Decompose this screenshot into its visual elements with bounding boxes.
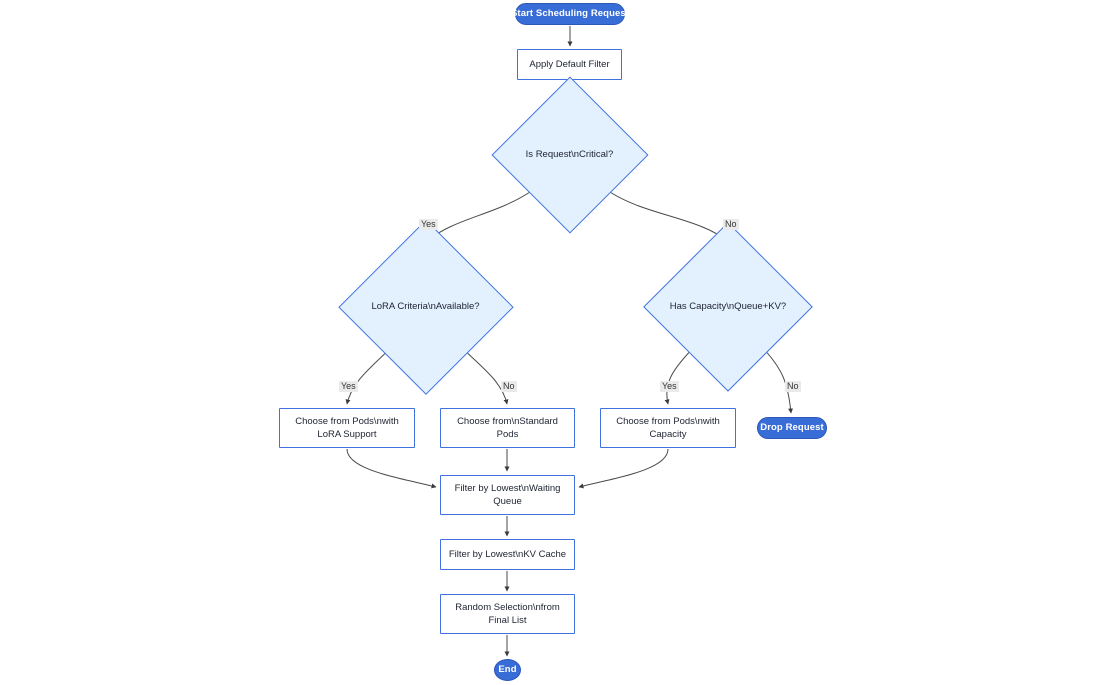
node-drop-request[interactable]: Drop Request: [757, 417, 827, 439]
node-filter-waiting-queue[interactable]: Filter by Lowest\nWaiting Queue: [440, 475, 575, 515]
node-random-selection-label-line1: Random Selection\nfrom: [455, 602, 560, 613]
edge-label-text: Yes: [341, 381, 356, 391]
node-start[interactable]: Start Scheduling Request: [511, 3, 629, 25]
edge-label-lora-no: No: [501, 381, 517, 392]
edge-pods-capacity-to-filter-queue: [578, 448, 669, 489]
node-end-label: End: [498, 663, 517, 675]
node-has-capacity[interactable]: Has Capacity\nQueue+KV?: [643, 222, 813, 392]
node-random-selection[interactable]: Random Selection\nfrom Final List: [440, 594, 575, 634]
edge-label-is-critical-no: No: [723, 219, 739, 230]
node-is-request-critical-label: Is Request\nCritical?: [525, 148, 614, 160]
node-random-selection-label-line2: Final List: [488, 615, 527, 626]
node-choose-pods-capacity-label-line1: Choose from Pods\nwith: [616, 416, 720, 427]
edge-pods-lora-to-filter-queue: [346, 448, 437, 489]
node-has-capacity-label: Has Capacity\nQueue+KV?: [669, 301, 787, 312]
edge-label-text: Yes: [662, 381, 677, 391]
edge-label-text: No: [725, 219, 737, 229]
edge-label-is-critical-yes: Yes: [419, 219, 438, 230]
edge-label-text: Yes: [421, 219, 436, 229]
edge-label-capacity-no: No: [785, 381, 801, 392]
edge-label-capacity-yes: Yes: [660, 381, 679, 392]
edge-label-lora-yes: Yes: [339, 381, 358, 392]
node-choose-standard-pods-label-line2: Pods: [496, 429, 519, 440]
node-start-label: Start Scheduling Request: [511, 7, 630, 19]
node-is-request-critical[interactable]: Is Request\nCritical?: [491, 76, 648, 233]
node-lora-criteria-available[interactable]: LoRA Criteria\nAvailable?: [338, 219, 513, 394]
node-end[interactable]: End: [494, 659, 521, 681]
node-apply-default-filter[interactable]: Apply Default Filter: [517, 49, 622, 80]
node-filter-waiting-queue-label-line2: Queue: [493, 496, 522, 507]
node-choose-pods-lora-label-line1: Choose from Pods\nwith: [295, 416, 399, 427]
node-drop-request-label: Drop Request: [760, 421, 824, 433]
node-choose-pods-capacity-label-line2: Capacity: [649, 429, 687, 440]
node-choose-standard-pods-label-line1: Choose from\nStandard: [457, 416, 558, 427]
node-filter-waiting-queue-label-line1: Filter by Lowest\nWaiting: [454, 483, 561, 494]
node-apply-default-filter-label: Apply Default Filter: [529, 59, 610, 70]
node-choose-standard-pods[interactable]: Choose from\nStandard Pods: [440, 408, 575, 448]
edge-label-text: No: [787, 381, 799, 391]
node-filter-kv-cache-label: Filter by Lowest\nKV Cache: [448, 549, 567, 560]
edge-label-text: No: [503, 381, 515, 391]
node-filter-kv-cache[interactable]: Filter by Lowest\nKV Cache: [440, 539, 575, 570]
node-choose-pods-lora-label-line2: LoRA Support: [317, 429, 377, 440]
node-choose-pods-capacity[interactable]: Choose from Pods\nwith Capacity: [600, 408, 736, 448]
node-lora-criteria-available-label: LoRA Criteria\nAvailable?: [371, 300, 480, 312]
node-choose-pods-lora[interactable]: Choose from Pods\nwith LoRA Support: [279, 408, 415, 448]
